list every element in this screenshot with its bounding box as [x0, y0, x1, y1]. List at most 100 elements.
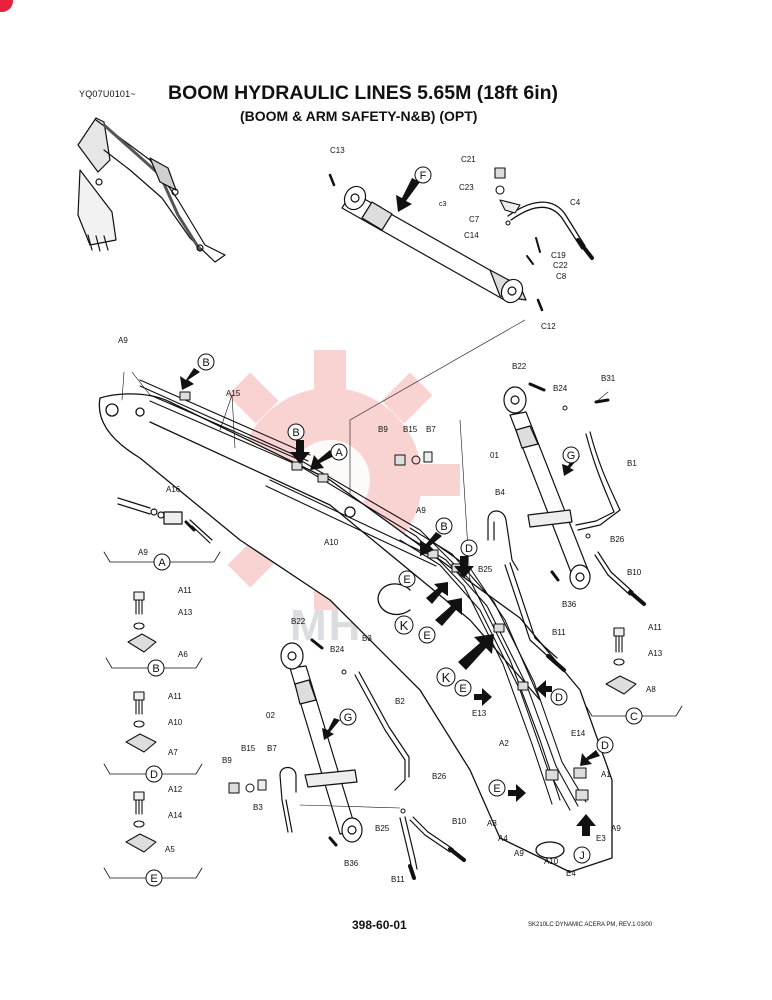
callout-j: J — [573, 846, 591, 864]
pipe-b3 — [279, 766, 297, 833]
label-c3: c3 — [439, 201, 447, 208]
label-b4: B4 — [495, 488, 505, 497]
label-e14: E14 — [571, 729, 586, 738]
label-b2: B2 — [395, 697, 405, 706]
label-c12: C12 — [541, 322, 556, 331]
label-a13-b: A13 — [178, 608, 193, 617]
label-b7-left: B7 — [267, 744, 277, 753]
label-b22-right: B22 — [512, 362, 527, 371]
callout-a-boom-label: A — [335, 447, 343, 459]
label-a13-c: A13 — [648, 649, 663, 658]
callout-j-label: J — [579, 850, 585, 862]
label-a11-b: A11 — [178, 586, 192, 595]
callout-c-detail: C — [625, 707, 643, 725]
label-c19: C19 — [551, 251, 566, 260]
label-a12: A12 — [168, 785, 183, 794]
callout-e-3-label: E — [459, 683, 466, 695]
label-b3-left: B3 — [253, 803, 263, 812]
hose-b1 — [575, 431, 621, 531]
callout-f-label: F — [420, 170, 427, 182]
label-b3-top: B3 — [362, 634, 372, 643]
callout-e-1-label: E — [403, 574, 410, 586]
label-a10-top: A10 — [324, 538, 339, 547]
pipe-b4 — [487, 510, 519, 571]
callout-b-top-label: B — [202, 357, 209, 369]
label-b9-top: B9 — [378, 425, 388, 434]
callout-d-right: D — [596, 736, 614, 754]
detail-a — [103, 497, 221, 563]
page-number: 398-60-01 — [352, 918, 407, 932]
label-b1: B1 — [627, 459, 637, 468]
page-subtitle: (BOOM & ARM SAFETY-N&B) (OPT) — [240, 108, 478, 124]
fittings-b-lower — [228, 638, 406, 847]
callout-d-detail-label: D — [150, 769, 158, 781]
callout-a-detail-label: A — [158, 557, 166, 569]
label-a9-low: A9 — [514, 849, 524, 858]
callout-e-2-label: E — [423, 630, 430, 642]
label-b9-left: B9 — [222, 756, 232, 765]
label-b11-right: B11 — [552, 628, 566, 637]
label-a5: A5 — [165, 845, 175, 854]
label-b10-right: B10 — [627, 568, 642, 577]
callout-k-2-label: K — [442, 670, 451, 685]
callout-g-left: G — [339, 708, 357, 726]
callout-a-boom: A — [330, 443, 348, 461]
label-c22: C22 — [553, 261, 568, 270]
label-b36-left: B36 — [344, 859, 359, 868]
label-b10-left: B10 — [452, 817, 467, 826]
label-a11-d: A11 — [168, 692, 182, 701]
callout-k-2: K — [436, 667, 456, 687]
hose-b10-lower — [409, 816, 466, 862]
fittings-c-group — [494, 167, 541, 265]
label-b25-right: B25 — [478, 565, 493, 574]
hose-b2 — [354, 671, 410, 791]
label-a8: A8 — [646, 685, 656, 694]
label-b15-top: B15 — [403, 425, 418, 434]
callout-g-left-label: G — [344, 712, 353, 724]
label-a9-detail: A9 — [138, 548, 148, 557]
callout-g-right: G — [562, 446, 580, 464]
revision-note: SK210LC DYNAMIC ACERA PM, REV.1 03/00 — [528, 922, 653, 928]
label-b15-left: B15 — [241, 744, 256, 753]
label-a3: A3 — [487, 819, 497, 828]
callout-d-upper: D — [460, 539, 478, 557]
hose-b10 — [594, 551, 646, 606]
pipe-a15 — [139, 379, 441, 567]
callout-k-1: K — [394, 615, 414, 635]
label-b26-left: B26 — [432, 772, 447, 781]
callout-d-detail: D — [145, 765, 163, 783]
detail-b — [105, 591, 203, 669]
label-e3: E3 — [596, 834, 606, 843]
detail-e — [103, 791, 203, 879]
callout-b-mid-label: B — [292, 427, 299, 439]
label-b24-left: B24 — [330, 645, 345, 654]
label-a9-top: A9 — [118, 336, 128, 345]
hose-b11-upper — [504, 562, 566, 672]
label-c7: C7 — [469, 215, 480, 224]
label-e4: E4 — [566, 869, 576, 878]
callout-e-3: E — [454, 679, 472, 697]
callout-b-detail: B — [147, 659, 165, 677]
callout-b-top: B — [197, 353, 215, 371]
label-a9-mid: A9 — [416, 506, 426, 515]
callout-g-right-label: G — [567, 450, 576, 462]
hose-b11-lower — [399, 816, 418, 880]
label-b7-top: B7 — [426, 425, 436, 434]
label-a9-right: A9 — [611, 824, 621, 833]
label-01: 01 — [490, 451, 499, 460]
label-c21: C21 — [461, 155, 476, 164]
label-a4: A4 — [498, 834, 508, 843]
callout-d-right-label: D — [601, 740, 609, 752]
detail-c — [585, 627, 683, 717]
label-e13: E13 — [472, 709, 487, 718]
part-labels: C13 C21 C23 C4 c3 C7 C14 C19 C22 C8 C12 … — [118, 146, 663, 884]
callout-c-detail-label: C — [630, 711, 638, 723]
label-a10-d: A10 — [168, 718, 183, 727]
boom-cylinder-02 — [280, 642, 363, 843]
direction-arrows — [180, 178, 600, 836]
label-a11-c: A11 — [648, 623, 662, 632]
label-a14: A14 — [168, 811, 183, 820]
label-b25-left: B25 — [375, 824, 390, 833]
arm-cylinder-c3 — [328, 173, 544, 312]
